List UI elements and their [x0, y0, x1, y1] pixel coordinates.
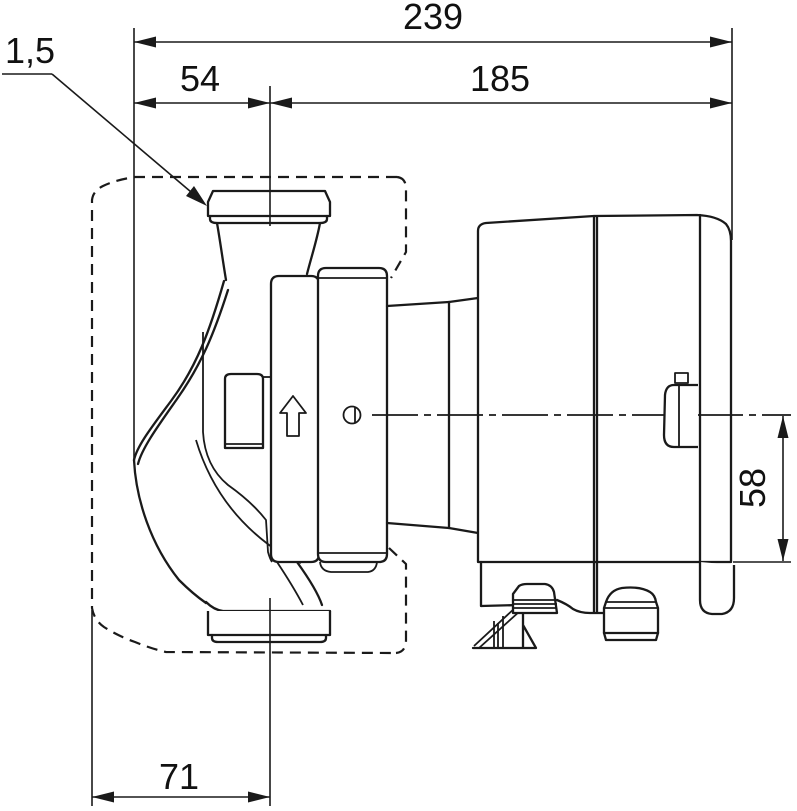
- control-box-side-tab: [662, 383, 698, 449]
- plug-connector: [602, 586, 660, 635]
- cable-gland: [511, 582, 559, 615]
- cable-clamp-feet: [493, 616, 504, 647]
- cable-clamp-diagonal-1: [473, 606, 517, 647]
- volute-right-bottom: [295, 560, 324, 607]
- arrowhead-54-left: [134, 97, 156, 109]
- dim-clearance-label: 1,5: [5, 30, 55, 71]
- dimension-239: 239: [133, 0, 733, 462]
- flow-direction-arrow-icon: [279, 395, 307, 437]
- bottom-port-flange-lip: [210, 633, 328, 644]
- dimension-71: 71: [91, 610, 270, 806]
- control-box-body: [476, 213, 733, 564]
- arrowhead-top: [777, 416, 789, 438]
- bottom-port-flange: [206, 611, 332, 637]
- dimension-1-5-leader: 1,5: [2, 30, 207, 206]
- dim-shell-front-label: 71: [159, 756, 199, 797]
- shell-bottom-right-corner: [388, 547, 408, 655]
- control-box: [476, 213, 733, 564]
- volute-inner-vertical: [202, 332, 273, 563]
- arrowhead-right: [248, 791, 270, 803]
- rear-foot: [698, 562, 736, 616]
- pump-symbols: [279, 395, 362, 437]
- arrowhead-bottom: [777, 539, 789, 561]
- dimension-58: 58: [732, 416, 791, 563]
- motor-flange-bottom: [447, 526, 480, 535]
- cable-clamp-diagonal-2: [478, 610, 521, 649]
- top-port-neck-left: [215, 221, 228, 282]
- leader-line: [51, 73, 205, 204]
- vent-plug-icon: [342, 405, 362, 425]
- top-port-neck-right: [305, 221, 322, 276]
- control-box-underside: [471, 560, 736, 650]
- plug-connector-bands: [604, 601, 658, 609]
- pump-housing-volute: [132, 189, 332, 644]
- top-port-union-nut: [206, 189, 332, 218]
- arrowhead-left: [92, 791, 114, 803]
- control-box-button: [674, 372, 689, 384]
- motor-flange-top: [447, 296, 480, 304]
- volute-left-inner-profile: [136, 288, 230, 466]
- arrowhead-left: [134, 36, 156, 48]
- arrowhead-185-right: [710, 97, 732, 109]
- top-port-nut-lip: [208, 214, 329, 225]
- volute-bottom-profile: [132, 458, 208, 605]
- plug-connector-base: [602, 631, 660, 642]
- stator-housing-body: [316, 266, 389, 564]
- dim-total-length-label: 239: [403, 0, 463, 37]
- volute-left-profile: [132, 279, 226, 462]
- side-tab-outline: [662, 383, 698, 449]
- shell-main-outline: [90, 175, 397, 655]
- stator-housing: [316, 266, 480, 573]
- arrowhead-185-left: [270, 97, 292, 109]
- insulation-shell-outline: [90, 175, 408, 655]
- pump-head: [223, 274, 321, 564]
- bottom-port-neck: [204, 600, 332, 613]
- dim-axis-to-base-label: 58: [732, 468, 773, 508]
- dim-front-section-label: 54: [180, 58, 220, 99]
- dim-rear-section-label: 185: [470, 58, 530, 99]
- control-box-seam-front: [592, 214, 599, 564]
- motor-cone-bottom: [385, 521, 451, 530]
- arrowhead-right: [710, 36, 732, 48]
- cable-gland-grooves: [513, 599, 557, 609]
- stator-bottom-lip: [319, 561, 378, 573]
- pump-head-plate: [269, 274, 321, 564]
- seam-below-box: [592, 560, 599, 614]
- leader-arrowhead: [186, 186, 207, 206]
- pump-head-boss: [223, 372, 265, 450]
- volute-right-bottom-inner: [276, 561, 304, 606]
- arrowhead-54-right: [248, 97, 270, 109]
- underside-contour-left: [555, 598, 607, 615]
- shell-top-right-corner: [390, 175, 408, 279]
- motor-cone-top: [385, 300, 451, 308]
- dimension-54-185: 54 185: [134, 58, 732, 109]
